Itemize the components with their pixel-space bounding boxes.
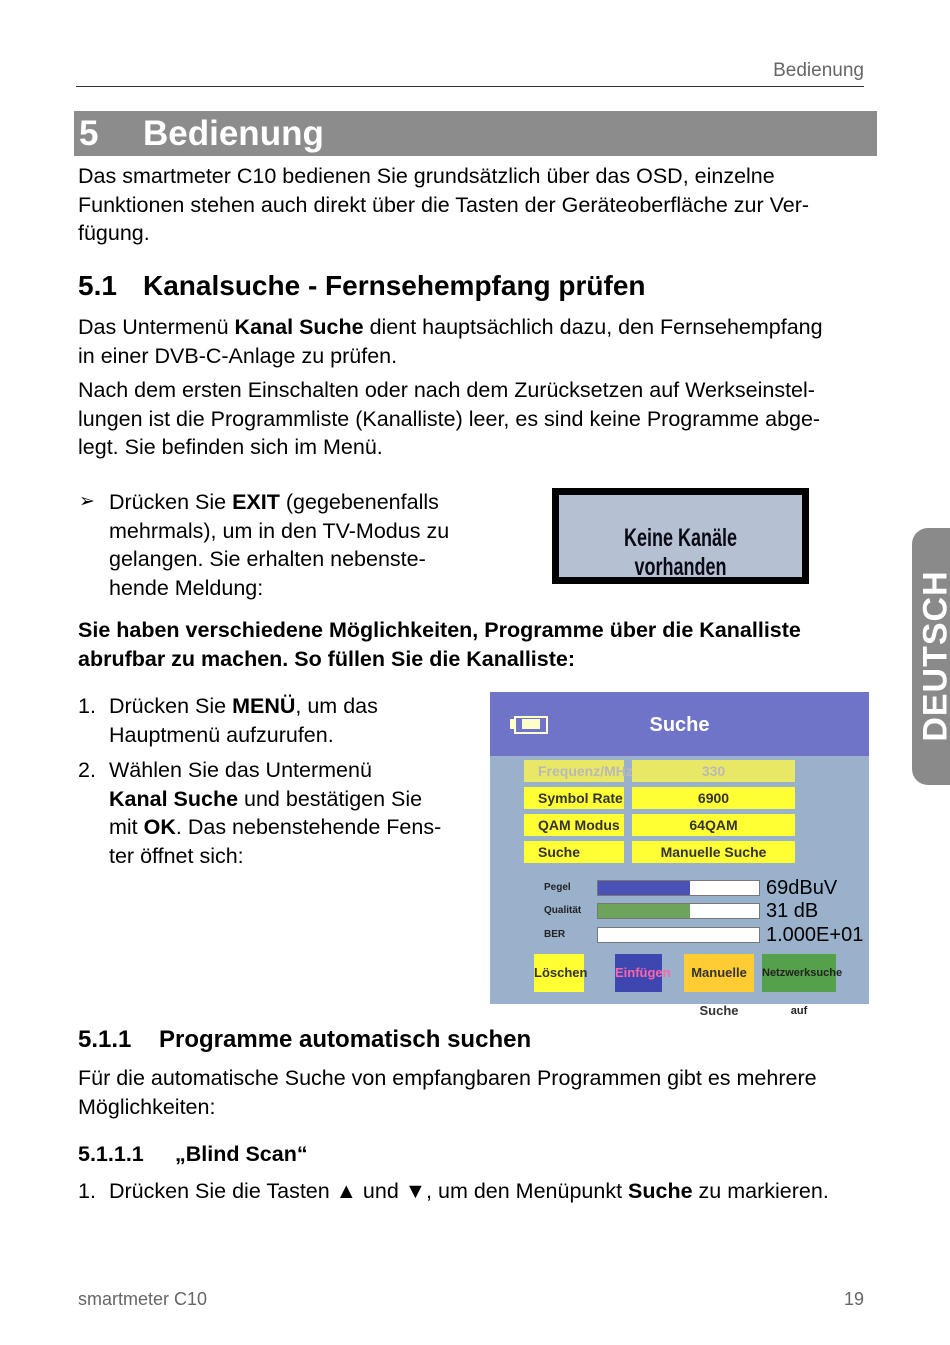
osd-row-value: 64QAM <box>632 814 795 836</box>
osd-row-label: Symbol Rate <box>524 787 624 809</box>
battery-icon-tip <box>510 719 514 729</box>
meter-value: 31 dB <box>766 900 819 922</box>
subsection-title: Programme automatisch suchen <box>159 1026 532 1053</box>
step-kanal-suche: Wählen Sie das Untermenü Kanal Suche und… <box>109 758 442 869</box>
osd-button-manuelle-suche: Manuelle Suche <box>684 954 754 1018</box>
paragraph-line: in einer DVB-C-Anlage zu prüfen. <box>78 343 398 368</box>
language-tab-label: DEUTSCH <box>916 570 950 742</box>
step-number: 2. <box>78 758 96 782</box>
paragraph-line: legt. Sie befinden sich im Menü. <box>78 435 383 460</box>
osd-suche-title: Suche <box>649 714 710 736</box>
meter-label: Pegel <box>544 882 571 893</box>
osd-row-label: Frequenz/MHz <box>524 760 633 782</box>
section-title: Kanalsuche - Fernsehempfang prüfen <box>143 270 646 301</box>
bullet-item-exit: Drücken Sie EXIT (gegebenenfalls mehrmal… <box>109 490 450 601</box>
paragraph-reset: Nach dem ersten Einschalten oder nach de… <box>78 376 873 462</box>
osd-button-loeschen: Löschen <box>534 954 587 992</box>
osd-row-value: 330 <box>632 760 795 782</box>
osd-button-einfuegen: Einfügen <box>615 954 671 992</box>
section-number: 5.1 <box>78 270 117 301</box>
osd-suche-titlebar <box>490 692 869 756</box>
step-number: 1. <box>78 694 96 718</box>
osd-row-label: Suche <box>524 841 624 863</box>
intro-paragraph: Das smartmeter C10 bedienen Sie grundsät… <box>78 162 873 248</box>
paragraph-line: Nach dem ersten Einschalten oder nach de… <box>78 378 815 402</box>
meter-value: 1.000E+01 <box>766 924 864 946</box>
header-rule <box>76 86 864 87</box>
step-blind-scan: Drücken Sie die Tasten ▲ und ▼, um den M… <box>109 1179 829 1203</box>
language-tab <box>912 528 950 785</box>
intro-line: Das smartmeter C10 bedienen Sie grundsät… <box>78 164 775 188</box>
battery-level-icon <box>522 719 540 729</box>
paragraph-line: Sie haben verschiedene Möglichkeiten, Pr… <box>78 618 801 642</box>
subsubsection-number: 5.1.1.1 <box>78 1142 144 1166</box>
meter-fill <box>598 881 690 895</box>
step-number: 1. <box>78 1179 96 1203</box>
osd-message-text: Keine Kanäle vorhanden <box>623 524 738 581</box>
meter-label: Qualität <box>544 905 582 916</box>
meter-label: BER <box>544 929 566 940</box>
battery-icon <box>514 716 548 734</box>
bold-paragraph: Sie haben verschiedene Möglichkeiten, Pr… <box>78 616 873 673</box>
osd-button-netzwerksuche: Netzwerksuche auf <box>762 954 842 1017</box>
paragraph-kanal-suche: Das Untermenü Kanal Suche dient hauptsäc… <box>78 313 873 370</box>
chapter-number: 5 <box>79 114 99 153</box>
footer-product: smartmeter C10 <box>78 1289 208 1309</box>
osd-message-panel <box>559 495 802 577</box>
paragraph-auto-search: Für die automatische Suche von empfangba… <box>78 1064 873 1121</box>
step-menu: Drücken Sie MENÜ, um das Hauptmenü aufzu… <box>109 694 378 747</box>
bullet-arrow-icon: ➢ <box>79 491 95 512</box>
meter-bar-ber <box>597 927 760 943</box>
intro-line: Funktionen stehen auch direkt über die T… <box>78 192 810 217</box>
osd-row-value: 6900 <box>632 787 795 809</box>
chapter-heading-bar <box>74 111 877 156</box>
paragraph-line: abrufbar zu machen. So füllen Sie die Ka… <box>78 646 575 671</box>
intro-line: fügung. <box>78 221 150 246</box>
running-head: Bedienung <box>773 60 864 81</box>
page-number: 19 <box>843 1289 864 1309</box>
chapter-title: Bedienung <box>143 114 324 153</box>
osd-row-label: QAM Modus <box>524 814 624 836</box>
meter-fill <box>598 904 690 918</box>
meter-bar-pegel <box>597 880 760 896</box>
meter-bar-qualitaet <box>597 903 760 919</box>
meter-value: 69dBuV <box>766 877 838 899</box>
paragraph-line: Möglichkeiten: <box>78 1094 216 1119</box>
subsection-number: 5.1.1 <box>78 1026 132 1053</box>
paragraph-line: lungen ist die Programmliste (Kanalliste… <box>78 406 821 431</box>
paragraph-line: Das Untermenü Kanal Suche dient hauptsäc… <box>78 315 823 339</box>
subsubsection-title: „Blind Scan“ <box>175 1142 308 1166</box>
osd-row-value: Manuelle Suche <box>632 841 795 863</box>
paragraph-line: Für die automatische Suche von empfangba… <box>78 1066 817 1090</box>
